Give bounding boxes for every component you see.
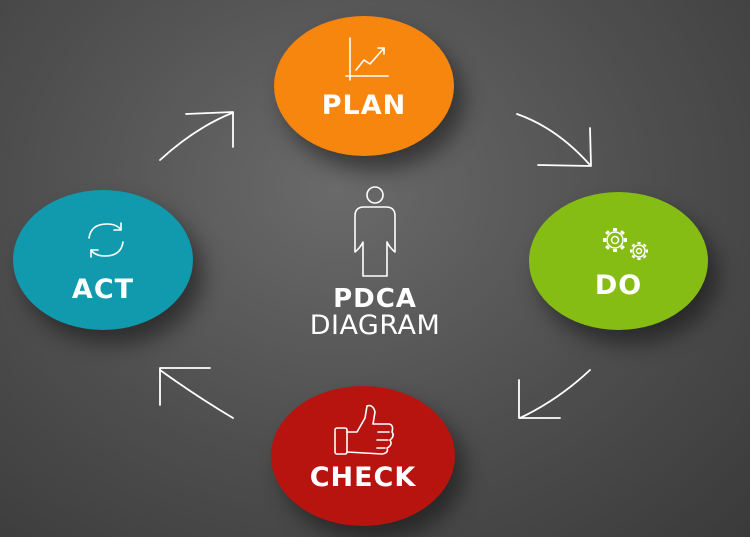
act-label: ACT <box>71 274 135 305</box>
thumbs-up-icon <box>334 404 394 455</box>
center-subtitle: DIAGRAM <box>309 310 441 341</box>
cycle-arrows-icon <box>88 222 124 258</box>
check-label: CHECK <box>309 462 417 493</box>
plan-node: PLAN <box>274 16 454 156</box>
check-node: CHECK <box>271 386 455 526</box>
person-icon <box>354 186 396 277</box>
arrow-plan-to-do-icon <box>516 113 592 167</box>
arrow-act-to-plan-icon <box>159 111 234 161</box>
act-node: ACT <box>13 190 193 330</box>
plan-label: PLAN <box>321 90 407 121</box>
do-node: DO <box>529 192 708 330</box>
center-title: PDCA <box>333 284 417 314</box>
gears-icon <box>603 228 648 260</box>
arrow-do-to-check-icon <box>518 369 591 419</box>
do-label: DO <box>594 270 643 301</box>
arrow-check-to-act-icon <box>159 367 234 419</box>
chart-up-icon <box>345 37 389 81</box>
